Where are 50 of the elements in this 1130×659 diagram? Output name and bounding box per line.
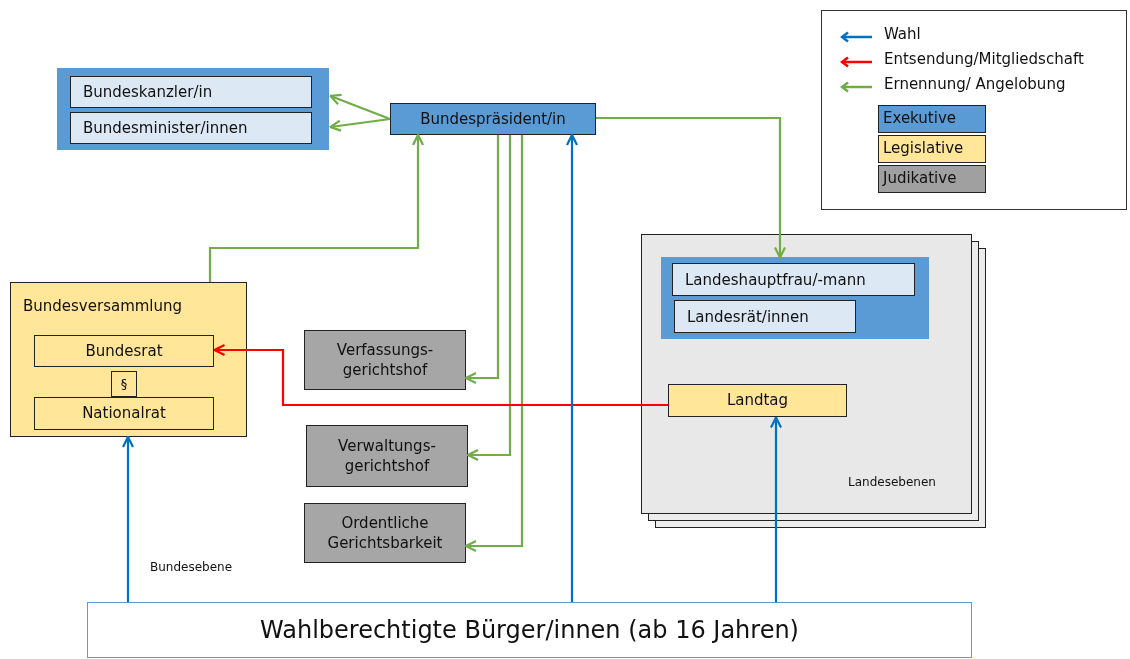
arrow [464,135,500,385]
node-label: Bundesminister/innen [83,118,248,139]
node-label: Wahlberechtigte Bürger/innen (ab 16 Jahren) [259,614,800,646]
legend-swatch: Judikative [878,165,986,193]
node-label: Nationalrat [81,403,167,425]
node-label: Bundesrat [84,340,164,362]
group-title: Landesebenen [848,475,936,489]
node-label: Landesrät/innen [687,306,809,328]
arrow [213,343,669,407]
node-label: Bundespräsident/in [419,108,567,130]
legend-swatch: Legislative [878,135,986,163]
legend-swatch: Exekutive [878,105,986,133]
executive-group-box [57,68,329,150]
office-box [674,300,856,333]
node-label: Landeshauptfrau/-mann [685,269,866,291]
arrow [769,416,783,602]
arrow [329,117,391,132]
citizens-box [87,602,972,658]
group-title: Bundesversammlung [23,297,183,315]
state-level-panel [641,234,972,514]
arrow [329,93,391,121]
node-label: § [119,375,129,394]
office-box [390,103,596,135]
arrow [565,133,579,602]
legend-label: Ernennung/ Angelobung [884,75,1066,93]
chamber-box [34,397,214,430]
state-executive-group-box [661,257,929,339]
office-box [70,112,312,144]
arrow [464,135,524,553]
assembly-box [10,282,247,437]
node-label: Bundeskanzler/in [83,82,213,103]
arrow [208,133,425,282]
level-label: Bundesebene [150,560,233,574]
legend-label: Wahl [884,25,921,43]
node-label: Verfassungs- gerichtshof [335,339,435,381]
arrow [596,116,787,259]
parliament-box [668,384,847,417]
court-box [304,503,466,563]
chamber-box [34,335,214,367]
court-box [306,425,468,487]
node-label: Verwaltungs- gerichtshof [337,435,437,477]
node-label: Ordentliche Gerichtsbarkeit [326,512,444,554]
office-box [70,76,312,108]
office-box [672,263,915,296]
legend-label: Entsendung/Mitgliedschaft [884,50,1084,68]
arrow [121,435,135,602]
paragraph-sign [111,371,137,397]
arrow [466,135,512,462]
court-box [304,330,466,390]
node-label: Landtag [725,390,790,412]
